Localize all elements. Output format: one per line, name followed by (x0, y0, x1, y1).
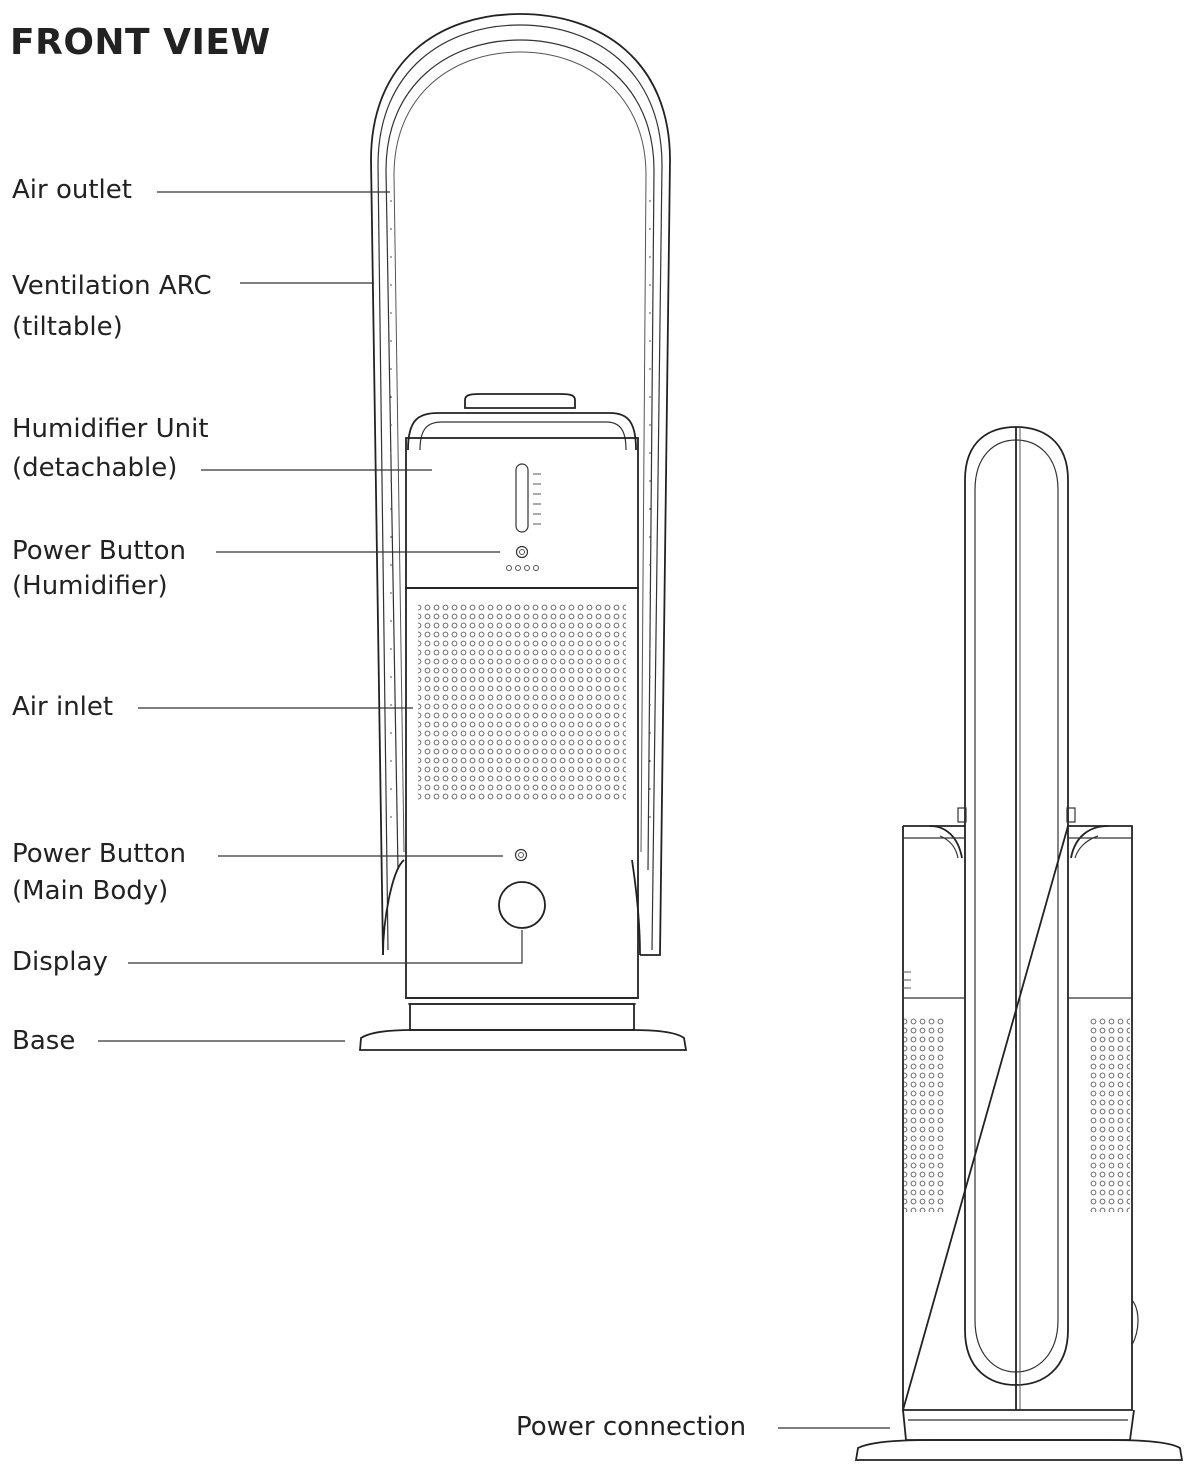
side-base (902, 1409, 1135, 1441)
outlet-dots (390, 200, 651, 840)
humidifier-power-button (515, 545, 529, 559)
display (498, 881, 546, 929)
label-humidifier-unit: Humidifier Unit (12, 414, 209, 444)
water-level-window (515, 463, 529, 533)
main-power-button (514, 848, 528, 862)
label-ventilation-arc: Ventilation ARC (12, 271, 212, 301)
label-power-button-main-note: (Main Body) (12, 876, 169, 906)
humidifier-unit (405, 437, 639, 589)
air-inlet-grille (418, 604, 626, 800)
label-air-inlet: Air inlet (12, 692, 114, 722)
diagram-title: FRONT VIEW (10, 22, 271, 63)
humidifier-cap (464, 393, 576, 409)
base (359, 1029, 688, 1051)
label-display: Display (12, 947, 108, 977)
humidifier-handle (407, 412, 637, 451)
label-power-button-humidifier: Power Button (12, 536, 186, 566)
label-power-button-main: Power Button (12, 839, 186, 869)
label-power-connection: Power connection (516, 1412, 747, 1442)
side-view-drawing (854, 426, 1184, 1461)
ventilation-arc-inner (377, 24, 663, 951)
side-arc-outer (964, 426, 1069, 1386)
label-ventilation-arc-note: (tiltable) (12, 312, 123, 342)
front-view-drawing (359, 13, 688, 1051)
leader-display (128, 930, 523, 964)
air-outlet-slit (385, 39, 655, 871)
leader-lines (98, 191, 890, 1429)
side-inlet-grille-left (904, 1018, 944, 1212)
label-power-button-humidifier-note: (Humidifier) (12, 571, 168, 601)
label-air-outlet: Air outlet (12, 175, 132, 205)
side-inlet-grille-right (1090, 1018, 1130, 1212)
ventilation-arc-outer (370, 13, 671, 956)
label-humidifier-unit-note: (detachable) (12, 453, 178, 483)
label-base: Base (12, 1026, 76, 1056)
